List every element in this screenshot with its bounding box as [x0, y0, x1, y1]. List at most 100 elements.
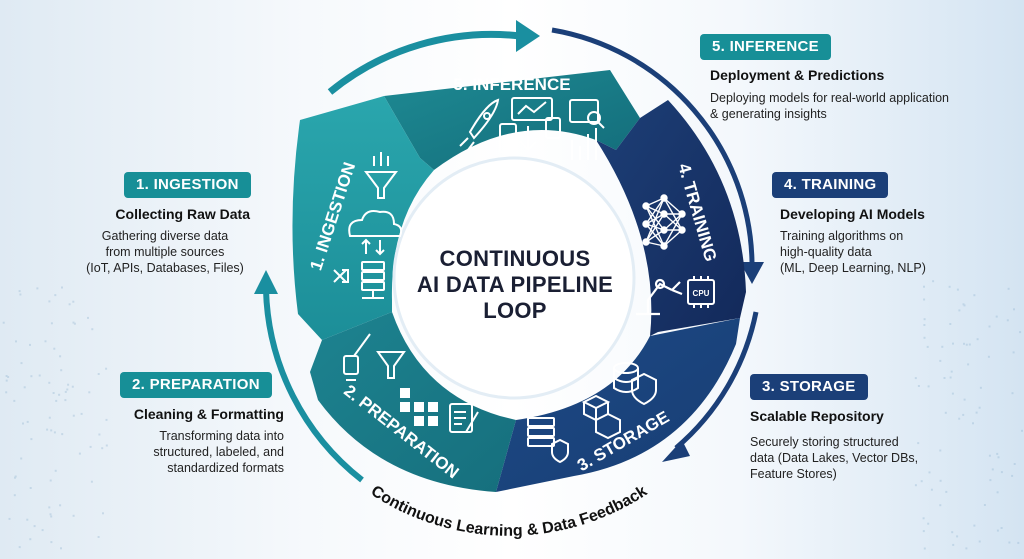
neural-network-node — [660, 242, 668, 250]
background-dot — [41, 529, 44, 532]
background-dot — [29, 487, 32, 489]
callout-desc-training-line-1: Training algorithms on — [780, 229, 904, 243]
background-dot — [44, 340, 47, 343]
background-dot — [979, 386, 982, 389]
background-dot — [15, 340, 17, 343]
lower-right-cycle-arrowhead — [662, 440, 690, 462]
background-dot — [59, 355, 62, 358]
background-dot — [939, 504, 942, 507]
background-dot — [50, 322, 53, 325]
background-dot — [963, 398, 966, 401]
background-dot — [54, 294, 57, 297]
callout-subtitle-preparation: Cleaning & Formatting — [133, 406, 284, 422]
background-dot — [53, 431, 56, 434]
background-dot — [922, 530, 925, 533]
background-dot — [23, 386, 26, 389]
background-dot — [1012, 351, 1015, 354]
background-dot — [996, 452, 999, 455]
background-dot — [105, 367, 108, 370]
background-dot — [917, 385, 920, 387]
callout-desc-ingestion-line-3: (IoT, APIs, Databases, Files) — [86, 261, 244, 275]
background-dot — [1021, 429, 1023, 432]
background-dot — [48, 506, 51, 509]
background-dot — [58, 393, 61, 396]
background-dot — [962, 303, 965, 306]
background-dot — [49, 513, 52, 516]
background-dot — [950, 370, 953, 373]
background-dot — [956, 288, 959, 291]
segment-preparation — [310, 312, 516, 492]
background-dot — [1011, 392, 1014, 395]
callout-desc-training: Training algorithms on high-quality data… — [780, 228, 980, 276]
background-dot — [68, 303, 71, 306]
background-dot — [922, 517, 925, 520]
neural-network-node — [642, 220, 650, 228]
background-dot — [948, 285, 951, 288]
background-dot — [978, 406, 981, 409]
background-dot — [997, 456, 1000, 459]
background-dot — [927, 522, 930, 525]
background-dot — [5, 391, 8, 394]
background-dot — [71, 385, 74, 388]
background-dot — [46, 428, 49, 431]
background-dot — [33, 525, 36, 528]
background-dot — [30, 438, 33, 441]
background-dot — [1019, 331, 1022, 334]
background-dot — [941, 345, 944, 348]
robot-arm-icon — [636, 278, 683, 316]
callout-subtitle-training: Developing AI Models — [780, 206, 925, 222]
background-dot — [105, 444, 108, 447]
neural-network-link — [663, 213, 683, 247]
background-dot — [13, 494, 16, 497]
background-dot — [952, 543, 955, 546]
background-dot — [973, 524, 976, 527]
background-dot — [975, 411, 978, 414]
background-dot — [1007, 287, 1010, 290]
callout-desc-preparation-line-3: standardized formats — [167, 461, 284, 475]
neural-network-node — [678, 226, 686, 234]
background-dot — [923, 547, 926, 550]
background-dot — [38, 374, 41, 377]
callout-subtitle-inference: Deployment & Predictions — [710, 67, 885, 83]
callout-desc-inference-line-1: Deploying models for real-world applicat… — [710, 91, 950, 105]
background-dot — [20, 457, 23, 460]
background-dot — [983, 504, 986, 506]
background-dot — [928, 471, 931, 474]
center-title-line-1: CONTINUOUS — [439, 246, 591, 271]
background-dot — [1008, 541, 1011, 544]
background-dot — [48, 300, 51, 303]
callout-desc-inference: Deploying models for real-world applicat… — [710, 90, 1010, 122]
background-dot — [67, 383, 70, 386]
background-dot — [987, 355, 990, 358]
background-dot — [59, 504, 62, 507]
callout-desc-ingestion-line-2: from multiple sources — [105, 245, 225, 259]
background-dot — [932, 280, 935, 283]
callout-desc-training-line-2: high-quality data — [780, 245, 872, 259]
background-dot — [50, 429, 53, 432]
center-title-line-2: AI DATA PIPELINE — [416, 272, 614, 297]
background-dot — [972, 422, 974, 425]
background-dot — [60, 547, 62, 550]
background-dot — [958, 417, 961, 420]
background-dot — [1006, 319, 1009, 322]
background-dot — [973, 294, 976, 297]
cpu-chip-icon: CPU — [687, 276, 715, 308]
neural-network-link — [645, 213, 665, 243]
feedback-label: Continuous Learning & Data Feedback — [368, 483, 650, 540]
background-dot — [945, 490, 948, 493]
background-dot — [90, 480, 93, 483]
background-dot — [978, 540, 981, 543]
left-cycle-arrow — [263, 289, 364, 483]
background-dot — [97, 536, 100, 538]
callout-desc-storage-line-2: data (Data Lakes, Vector DBs, — [750, 451, 919, 465]
background-dot — [988, 454, 991, 457]
background-dot — [60, 369, 63, 372]
top-cycle-arrow — [327, 30, 521, 95]
neural-network-link — [645, 223, 665, 247]
background-pattern — [2, 280, 1023, 550]
funnel-icon — [364, 152, 398, 199]
background-dot — [64, 399, 67, 402]
callout-desc-preparation-line-2: structured, labeled, and — [153, 445, 284, 459]
callout-subtitle-ingestion: Collecting Raw Data — [115, 206, 250, 222]
